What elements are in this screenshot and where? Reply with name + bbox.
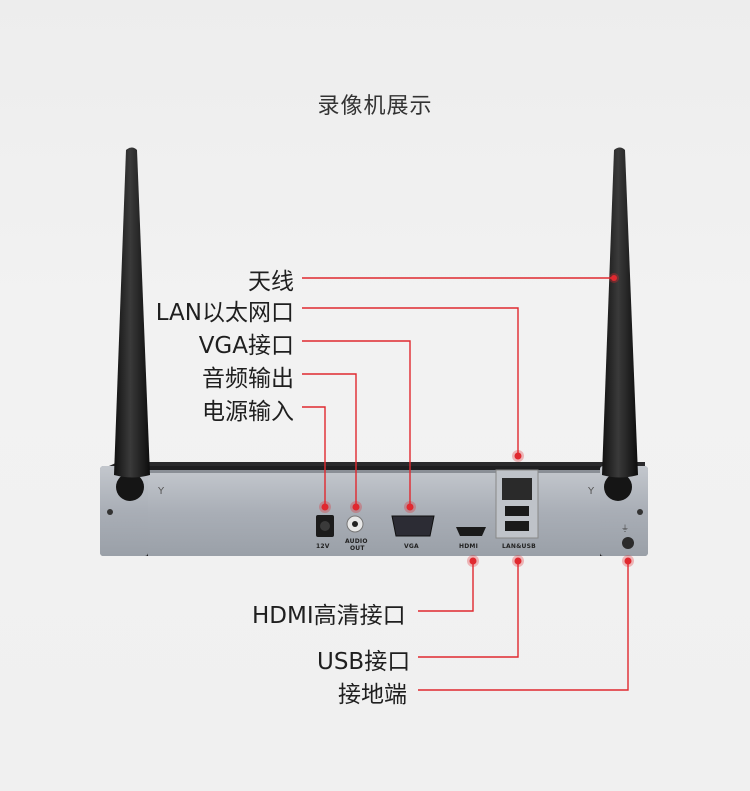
left-antenna [114,147,150,478]
audio-mark-bottom: OUT [350,545,365,552]
label-hdmi: HDMI高清接口 [252,603,406,629]
svg-text:Y: Y [587,486,595,497]
hdmi-port [456,527,486,536]
label-ground: 接地端 [338,682,407,708]
usb-port-2 [505,521,529,531]
vga-port [391,515,435,537]
label-antenna: 天线 [248,269,294,295]
power-mark: 12V [316,543,330,550]
ground-terminal [622,537,634,549]
svg-text:Y: Y [157,486,165,497]
label-lan: LAN以太网口 [155,300,294,326]
right-antenna [602,147,638,478]
audio-mark-top: AUDIO [345,538,368,545]
usb-port-1 [505,506,529,516]
label-audio: 音频输出 [202,366,294,392]
page-title: 录像机展示 [317,94,433,119]
vga-mark: VGA [404,543,419,550]
lan-port [502,478,532,500]
svg-text:⏚: ⏚ [621,524,629,533]
label-power: 电源输入 [202,399,294,425]
hdmi-mark: HDMI [459,543,479,550]
label-vga: VGA接口 [198,333,294,359]
label-usb: USB接口 [317,649,411,675]
lan-usb-mark: LAN&USB [502,543,536,550]
